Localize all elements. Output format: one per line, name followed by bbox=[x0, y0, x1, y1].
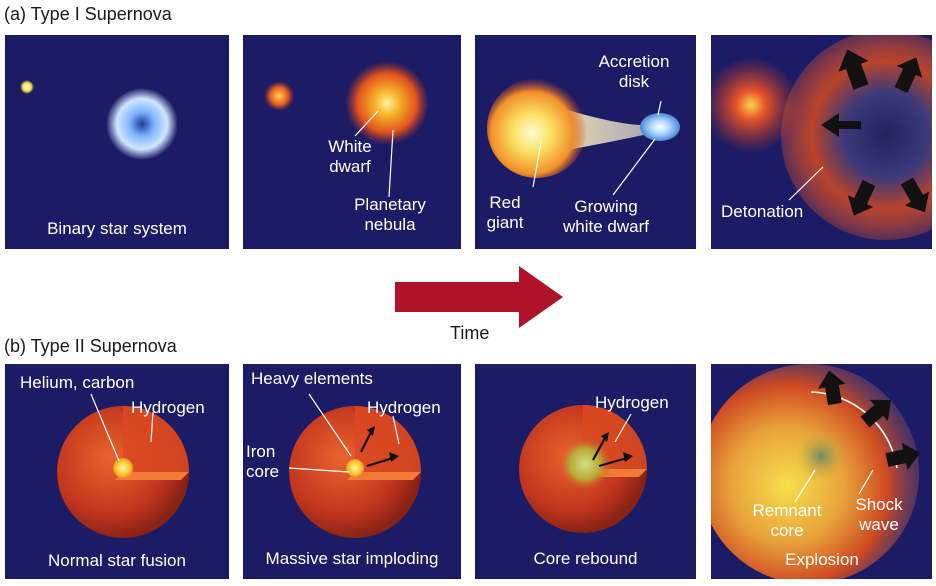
label-core-rebound: Core rebound bbox=[533, 549, 638, 568]
shockwave-arrow-icons bbox=[818, 370, 921, 470]
label-hydrogen-rebound: Hydrogen bbox=[595, 393, 669, 412]
panel-core-rebound: Hydrogen Core rebound bbox=[475, 364, 696, 579]
accretion-disk-icon bbox=[640, 113, 680, 141]
explosion-illustration bbox=[711, 364, 921, 579]
label-remnant-core: Remnant core bbox=[752, 501, 822, 540]
type1-heading: (a) Type I Supernova bbox=[4, 4, 172, 24]
label-white-dwarf: White dwarf bbox=[328, 137, 372, 176]
panel-explosion: Remnant core Shock wave Explosion bbox=[711, 364, 932, 579]
time-label: Time bbox=[450, 323, 490, 343]
label-red-giant: Red giant bbox=[486, 193, 524, 232]
detonation-illustration bbox=[711, 35, 932, 240]
red-giant-accretion-illustration bbox=[487, 78, 680, 196]
helium-carbon-core-icon bbox=[113, 458, 133, 478]
binary-star-illustration bbox=[20, 80, 178, 160]
planetary-nebula-illustration bbox=[264, 61, 429, 198]
label-explosion: Explosion bbox=[785, 550, 859, 569]
panel-red-giant-accretion: Accretion disk Red giant Growing white d… bbox=[475, 35, 696, 249]
small-star-icon bbox=[264, 81, 294, 111]
label-helium-carbon: Helium, carbon bbox=[20, 373, 135, 392]
panel-detonation: Detonation bbox=[711, 35, 932, 249]
label-iron-core: Iron core bbox=[246, 442, 280, 481]
detonation-blast-icon bbox=[781, 35, 932, 240]
panel-normal-star-fusion: Helium, carbon Hydrogen Normal star fusi… bbox=[5, 364, 229, 579]
label-planetary-nebula: Planetary nebula bbox=[354, 195, 426, 234]
rebound-arrow-icons bbox=[592, 432, 633, 468]
iron-core-icon bbox=[346, 459, 364, 477]
type2-heading: (b) Type II Supernova bbox=[4, 336, 177, 356]
label-growing-white-dwarf: Growing white dwarf bbox=[563, 197, 649, 236]
imploding-star-illustration bbox=[288, 393, 421, 538]
label-hydrogen-imploding: Hydrogen bbox=[367, 398, 441, 417]
normal-star-illustration bbox=[57, 393, 189, 538]
blast-arrow-icons bbox=[821, 49, 930, 216]
label-detonation: Detonation bbox=[721, 202, 804, 221]
red-giant-star-icon bbox=[487, 78, 587, 178]
label-shock-wave: Shock wave bbox=[855, 495, 903, 534]
label-accretion-disk: Accretion disk bbox=[598, 52, 670, 91]
time-arrow-icon bbox=[395, 266, 563, 328]
panel-massive-star-imploding: Heavy elements Hydrogen Iron core Massiv… bbox=[243, 364, 461, 579]
core-rebound-illustration bbox=[519, 405, 647, 533]
panel-planetary-nebula: White dwarf Planetary nebula bbox=[243, 35, 461, 249]
label-hydrogen-normal: Hydrogen bbox=[131, 398, 205, 417]
label-normal-star-fusion: Normal star fusion bbox=[48, 551, 186, 570]
implosion-arrow-icons bbox=[360, 426, 399, 468]
companion-star-icon bbox=[20, 80, 34, 94]
companion-remnant-icon bbox=[711, 57, 799, 153]
label-massive-star-imploding: Massive star imploding bbox=[265, 549, 439, 568]
remnant-core-icon bbox=[797, 432, 845, 480]
blue-giant-star-icon bbox=[106, 88, 178, 160]
panel-binary-star-system: Binary star system bbox=[5, 35, 229, 249]
label-heavy-elements: Heavy elements bbox=[251, 369, 373, 388]
label-binary-star-system: Binary star system bbox=[47, 219, 187, 238]
